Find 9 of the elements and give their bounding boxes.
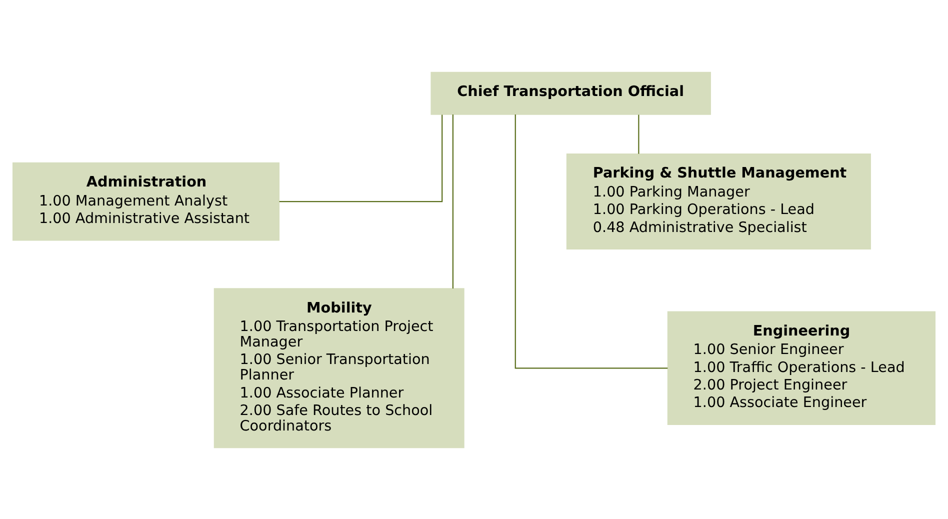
connector: [452, 114, 454, 288]
node-box: Parking & Shuttle Management 1.00 Parking Manager 1.00 Parking Operations - Lead 0.48 Administrative Specialist: [566, 153, 871, 250]
node-box: Mobility 1.00 Transportation Project Manager 1.00 Senior Transportation Planner 1.00 Associate Planner 2.00 Safe Routes to School Coordinators: [214, 288, 464, 448]
connector: [638, 114, 640, 154]
connector: [279, 114, 443, 202]
node-box: Administration 1.00 Management Analyst 1.00 Administrative Assistant: [12, 162, 280, 240]
node-box: Chief Transportation Official: [430, 71, 711, 114]
node-box: Engineering 1.00 Senior Engineer 1.00 Traffic Operations - Lead 2.00 Project Engineer 1.00 Associate Engineer: [667, 310, 936, 424]
connector: [514, 114, 668, 368]
